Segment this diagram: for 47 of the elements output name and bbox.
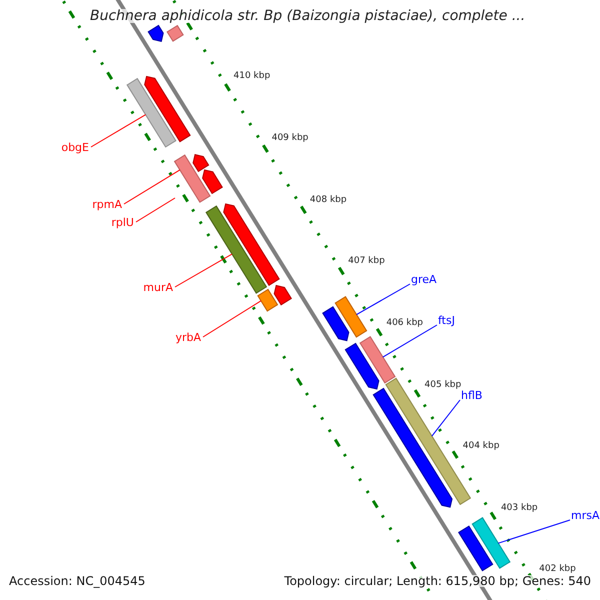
gene-bar	[174, 154, 211, 203]
leader-line	[382, 324, 438, 358]
gene-bar	[334, 296, 368, 338]
gene-bar	[472, 517, 511, 569]
leader-line	[431, 400, 460, 437]
leader-line	[356, 284, 410, 316]
leader-line	[202, 300, 262, 338]
map-title: Buchnera aphidicola str. Bp (Baizongia pistaciae), complete ...	[90, 9, 526, 23]
gene-label: rpmA	[92, 199, 122, 210]
scale-label: 410 kbp	[234, 72, 270, 82]
gene-block	[192, 154, 210, 172]
gene-block	[223, 203, 280, 286]
leader-line	[498, 520, 570, 544]
gene-label: hflB	[461, 390, 482, 401]
scale-label: 405 kbp	[424, 380, 462, 390]
gene-block	[322, 306, 350, 342]
leader-line	[136, 198, 176, 222]
gene-label: ftsJ	[438, 315, 455, 326]
leader-line	[174, 254, 232, 288]
scale-label: 403 kbp	[500, 504, 538, 513]
scale-label: 404 kbp	[462, 442, 500, 452]
gene-label: mrsA	[571, 510, 600, 521]
gene-label: obgE	[61, 142, 89, 153]
gene-block	[148, 24, 164, 42]
gene-label: yrbA	[175, 332, 201, 343]
gene-block	[344, 342, 380, 390]
scale-label: 402 kbp	[539, 565, 576, 574]
gene-label: murA	[143, 282, 173, 293]
scale-label: 407 kbp	[348, 257, 385, 266]
gene-bar	[458, 525, 494, 572]
gene-label: greA	[411, 274, 437, 285]
gene-label: rplU	[111, 217, 134, 228]
gene-block	[372, 388, 453, 508]
scale-label: 408 kbp	[310, 196, 347, 205]
scale-label: 409 kbp	[272, 134, 308, 144]
gene-bar	[126, 78, 176, 148]
scale-label: 406 kbp	[386, 318, 424, 328]
summary-text: Topology: circular; Length: 615,980 bp; Genes: 540	[284, 575, 591, 587]
leader-line	[124, 169, 180, 204]
gene-block	[202, 169, 223, 194]
gene-bar	[206, 205, 268, 294]
accession-text: Accession: NC_004545	[9, 575, 146, 587]
gene-block	[274, 284, 292, 306]
gene-bar	[257, 288, 278, 312]
leader-line	[90, 114, 146, 148]
gene-block	[144, 76, 191, 142]
gene-bar	[359, 336, 396, 384]
